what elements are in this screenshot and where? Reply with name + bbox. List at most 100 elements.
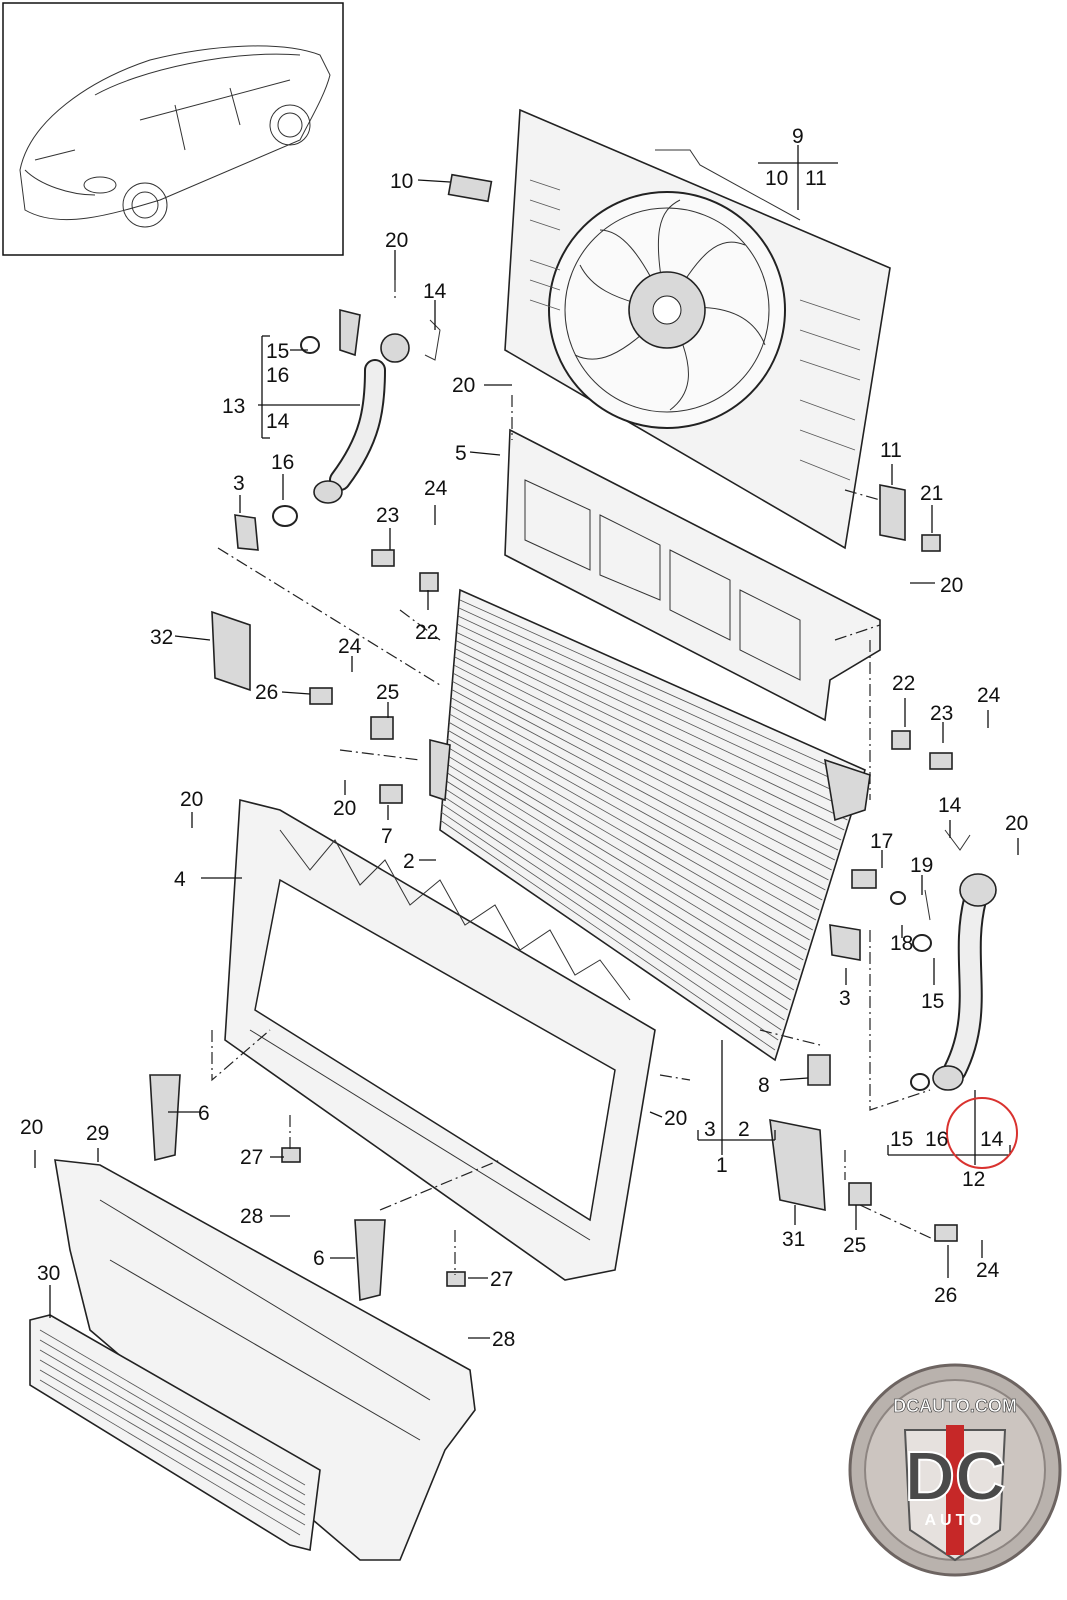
radiator-fin <box>457 624 851 811</box>
callout-24-a: 24 <box>424 477 448 500</box>
callout-5: 5 <box>455 442 467 465</box>
callout-9: 9 <box>792 125 804 148</box>
callout-25-a: 25 <box>376 681 399 704</box>
callout-16-sub: 16 <box>925 1128 948 1151</box>
radiator-fin <box>451 689 826 891</box>
radiator-fin <box>458 615 854 801</box>
radiator-fin <box>442 795 785 1021</box>
callout-26-a: 26 <box>255 681 278 704</box>
highlight-circle <box>946 1097 1018 1169</box>
radiator-fin <box>456 632 848 821</box>
radiator-fin <box>446 746 804 961</box>
lower-air-guide <box>54 1159 476 1561</box>
vehicle-inset <box>2 2 344 256</box>
callout-22-b: 22 <box>892 672 915 695</box>
logo-top-text: DCAUTO.COM <box>893 1396 1017 1416</box>
callout-23-b: 23 <box>930 702 953 725</box>
callout-23-a: 23 <box>376 504 399 527</box>
callout-20-top: 20 <box>385 229 408 252</box>
callout-27-b: 27 <box>490 1268 513 1291</box>
radiator-fin <box>447 738 807 951</box>
logo-letters: DC <box>904 1437 1005 1515</box>
callout-26-b: 26 <box>934 1284 957 1307</box>
radiator-fin <box>455 648 842 841</box>
callout-1: 1 <box>716 1154 728 1177</box>
callout-25-b: 25 <box>843 1234 866 1257</box>
fan-shroud <box>504 108 891 550</box>
callout-10: 10 <box>390 170 413 193</box>
radiator-fin <box>459 599 861 781</box>
callout-14-right: 14 <box>938 794 962 817</box>
callout-19: 19 <box>910 854 933 877</box>
callout-14-highlighted: 14 <box>980 1128 1004 1151</box>
small-parts <box>149 173 971 1302</box>
callout-20-right: 20 <box>940 574 963 597</box>
callout-24-b: 24 <box>338 635 362 658</box>
radiator-fin <box>444 762 798 981</box>
leader-lines <box>34 145 1019 1339</box>
upper-hose <box>313 308 410 504</box>
callout-16-upper: 16 <box>266 364 289 387</box>
radiator-fin <box>456 640 845 831</box>
callout-24-c: 24 <box>977 684 1001 707</box>
radiator-fin <box>447 730 810 941</box>
callout-15-sub: 15 <box>890 1128 913 1151</box>
callout-30: 30 <box>37 1262 60 1285</box>
callout-20-lower: 20 <box>664 1107 687 1130</box>
radiator-fin <box>448 721 813 931</box>
callout-18: 18 <box>890 932 913 955</box>
radiator-fin <box>441 803 782 1031</box>
callout-22-a: 22 <box>415 621 438 644</box>
radiator-fin <box>443 778 791 1001</box>
callout-8: 8 <box>758 1074 770 1097</box>
callout-29: 29 <box>86 1122 109 1145</box>
callout-20-bottom: 20 <box>20 1116 43 1139</box>
callout-2-sub: 2 <box>738 1118 750 1141</box>
radiator-fin <box>452 681 829 881</box>
radiator-fin <box>459 607 858 791</box>
radiator-fin <box>444 770 795 991</box>
callout-4: 4 <box>174 868 186 891</box>
callout-27-a: 27 <box>240 1146 263 1169</box>
callout-31: 31 <box>782 1228 805 1251</box>
lower-hose <box>932 873 997 1091</box>
radiator-fin <box>442 787 788 1011</box>
callout-12: 12 <box>962 1168 985 1191</box>
callout-20-mid: 20 <box>333 797 356 820</box>
callout-28-b: 28 <box>492 1328 515 1351</box>
callout-11: 11 <box>880 439 902 462</box>
callout-11-sub: 11 <box>805 167 827 190</box>
carrier-frame <box>224 798 656 1281</box>
callout-14-sub: 14 <box>266 410 290 433</box>
radiator-fin <box>454 656 839 851</box>
radiator-fin <box>440 811 779 1041</box>
radiator-fin <box>449 713 817 921</box>
callout-14-upper: 14 <box>423 280 447 303</box>
callout-20-shroud: 20 <box>452 374 475 397</box>
callout-3-right: 3 <box>839 987 851 1010</box>
radiator-fin <box>453 672 832 871</box>
callout-20-hose: 20 <box>1005 812 1028 835</box>
callout-32: 32 <box>150 626 173 649</box>
radiator-fin <box>453 664 835 861</box>
dcauto-logo: DCAUTO.COM DC AUTO <box>848 1363 1062 1577</box>
callout-6-b: 6 <box>313 1247 325 1270</box>
callout-20-frame: 20 <box>180 788 203 811</box>
callout-21: 21 <box>920 482 943 505</box>
callout-7: 7 <box>381 825 393 848</box>
radiator-fin <box>439 819 776 1051</box>
callout-15-right: 15 <box>921 990 944 1013</box>
assembly-lines <box>211 280 936 1275</box>
radiator-fin <box>450 697 823 901</box>
callout-15-upper: 15 <box>266 340 289 363</box>
callout-16-mid: 16 <box>271 451 294 474</box>
callout-13: 13 <box>222 395 245 418</box>
callout-6-a: 6 <box>198 1102 210 1125</box>
callout-3-left: 3 <box>233 472 245 495</box>
callout-labels: 10 9 10 11 20 14 15 16 13 14 20 5 11 16 … <box>20 125 1028 1351</box>
callout-3-sub: 3 <box>704 1118 716 1141</box>
callout-2-bolt: 2 <box>403 850 415 873</box>
callout-17: 17 <box>870 830 893 853</box>
radiator-fin <box>445 754 801 971</box>
